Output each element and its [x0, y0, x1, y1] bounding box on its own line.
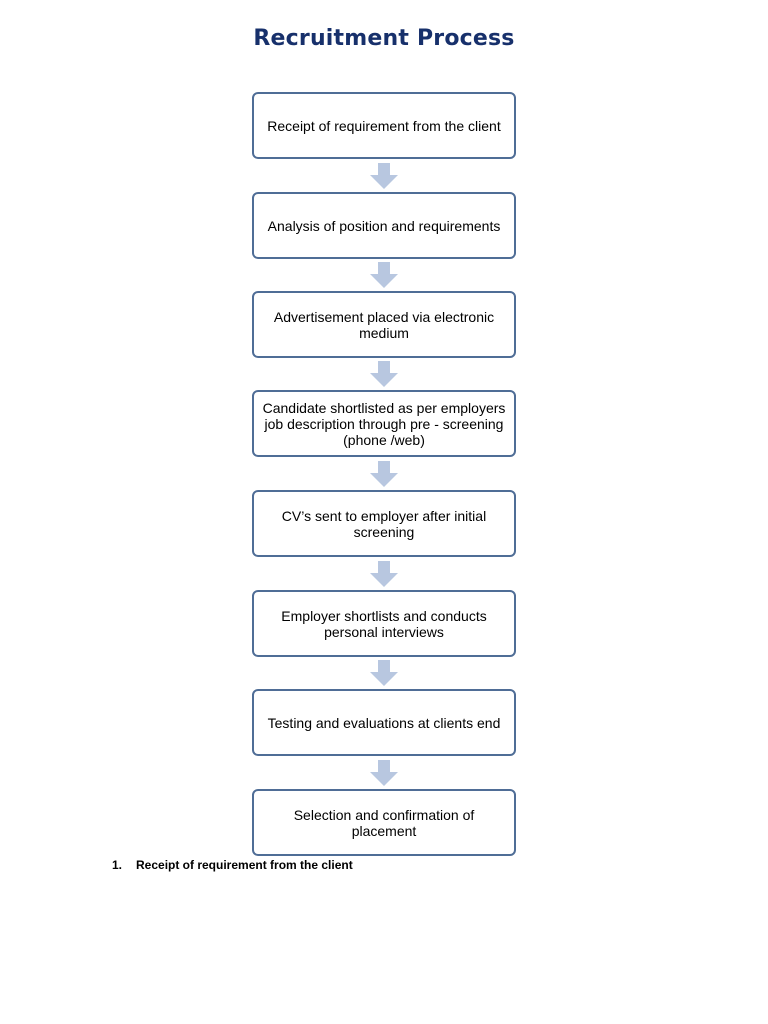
- step-box-8: Selection and confirmation of placement: [252, 789, 516, 856]
- step-box-3: Advertisement placed via electronic medi…: [252, 291, 516, 358]
- down-arrow-icon: [370, 660, 398, 686]
- step-box-4: Candidate shortlisted as per employers j…: [252, 390, 516, 457]
- step-box-2: Analysis of position and requirements: [252, 192, 516, 259]
- list-item-text: Receipt of requirement from the client: [136, 858, 353, 872]
- page-title: Recruitment Process: [253, 26, 515, 51]
- numbered-list-item: 1. Receipt of requirement from the client: [112, 858, 353, 872]
- down-arrow-icon: [370, 760, 398, 786]
- down-arrow-icon: [370, 163, 398, 189]
- step-box-7: Testing and evaluations at clients end: [252, 689, 516, 756]
- down-arrow-icon: [370, 262, 398, 288]
- down-arrow-icon: [370, 561, 398, 587]
- list-item-number: 1.: [112, 858, 123, 872]
- down-arrow-icon: [370, 461, 398, 487]
- down-arrow-icon: [370, 361, 398, 387]
- step-box-1: Receipt of requirement from the client: [252, 92, 516, 159]
- step-box-5: CV’s sent to employer after initial scre…: [252, 490, 516, 557]
- step-box-6: Employer shortlists and conducts persona…: [252, 590, 516, 657]
